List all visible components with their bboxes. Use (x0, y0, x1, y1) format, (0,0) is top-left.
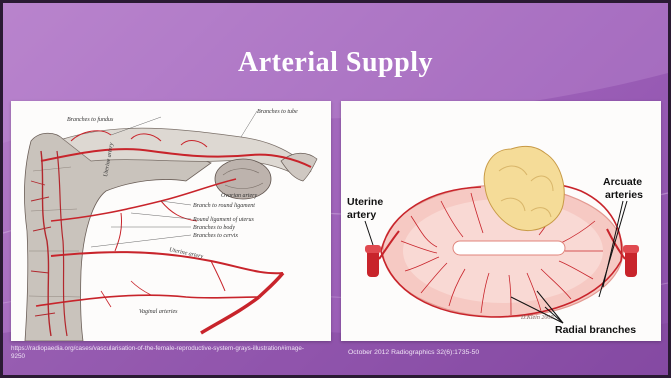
label-branches-to-fundus: Branches to fundus (67, 116, 114, 123)
label-radial-branches: Radial branches (555, 324, 636, 336)
label-branches-to-body: Branches to body (193, 225, 235, 231)
label-ovarian-artery: Ovarian artery (221, 193, 257, 199)
label-branches-to-cervix: Branches to cervix (193, 233, 238, 239)
slide-title: Arterial Supply (3, 47, 668, 79)
label-uterine-artery-line1: Uterine (347, 196, 383, 208)
right-figure-source: October 2012 Radiographics 32(6):1735-50 (348, 349, 648, 357)
label-vaginal-arteries: Vaginal arteries (139, 309, 178, 315)
uterus-fibroid-diagram: Uterine artery Arcuate arteries Radial b… (341, 101, 661, 341)
label-uterine-artery-line2: artery (347, 209, 376, 221)
label-uterine-artery: Uterine artery (169, 247, 204, 260)
illustrator-signature: D.Klein 2000 (520, 315, 553, 321)
uterus-vascular-illustration: Branches to fundus Branches to tube Ovar… (11, 101, 331, 341)
label-arcuate-line1: Arcuate (603, 176, 642, 188)
slide: Arterial Supply (3, 3, 668, 375)
label-arcuate-line2: arteries (605, 189, 643, 201)
label-round-ligament: Round ligament of uterus (192, 216, 254, 223)
label-branch-to-round-ligament: Branch to round ligament (193, 203, 255, 209)
left-figure-source[interactable]: https://radiopaedia.org/cases/vascularis… (11, 345, 311, 361)
label-branches-to-tube: Branches to tube (257, 109, 298, 115)
right-illustration-panel: Uterine artery Arcuate arteries Radial b… (341, 101, 661, 341)
left-illustration-panel: Branches to fundus Branches to tube Ovar… (11, 101, 331, 341)
